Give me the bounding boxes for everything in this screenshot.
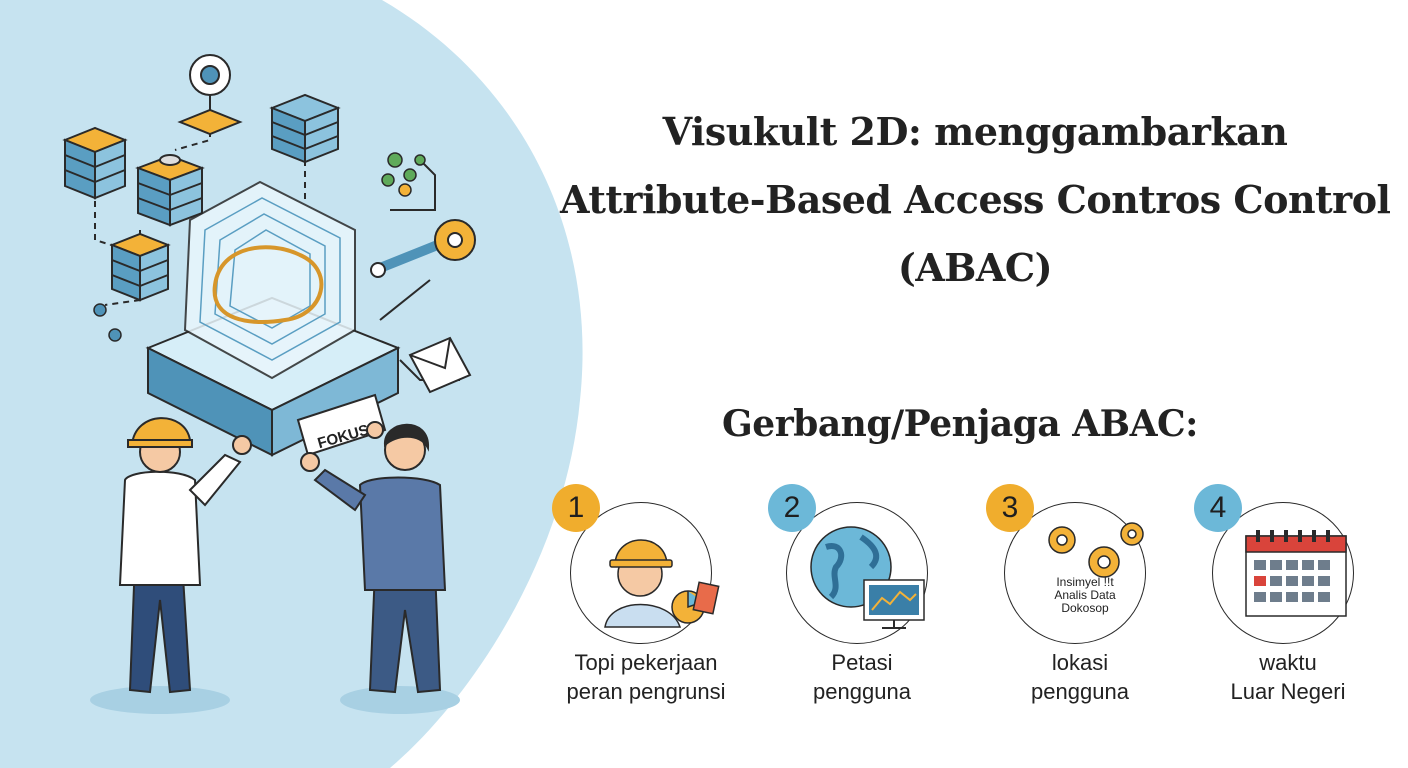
step-label: lokasi pengguna <box>970 648 1190 706</box>
node-dot <box>108 328 122 342</box>
label-line: pengguna <box>1031 679 1129 704</box>
server-stack-top <box>269 93 341 164</box>
server-stack-left <box>62 126 128 200</box>
label-line: peran pengrunsi <box>566 679 726 704</box>
step-ring <box>1004 502 1146 644</box>
step-number-badge: 2 <box>768 484 816 532</box>
server-stack-mid <box>135 154 205 227</box>
title-line: Visukult 2D: menggambarkan <box>662 109 1288 154</box>
caption-line: Analis Data <box>1054 588 1116 602</box>
step-4: 4 waktu Luar Negeri <box>1194 484 1398 714</box>
caption-line: Insimyel !!t <box>1056 575 1114 589</box>
step-label: Petasi pengguna <box>752 648 972 706</box>
envelope-icon <box>408 336 472 394</box>
worker-left <box>118 417 252 694</box>
abac-illustration: FOKUS <box>62 54 476 714</box>
section-heading: Gerbang/Penjaga ABAC: <box>722 403 1198 445</box>
gears-icon <box>1048 522 1144 578</box>
step-label: Topi pekerjaan peran pengrunsi <box>536 648 756 706</box>
hard-hat-worker-icon <box>604 539 720 628</box>
step-number-badge: 1 <box>552 484 600 532</box>
caption-line: Dokosop <box>1061 601 1109 615</box>
target-device <box>177 54 243 136</box>
label-line: Topi pekerjaan <box>574 650 718 675</box>
label-line: Luar Negeri <box>1230 679 1346 704</box>
node-dot <box>93 303 107 317</box>
label-line: Petasi <box>831 650 893 675</box>
worker-right <box>300 421 447 694</box>
page-title: Visukult 2D: menggambarkan Attribute-Bas… <box>560 98 1391 302</box>
fokus-sign <box>296 393 387 457</box>
step-number-badge: 3 <box>986 484 1034 532</box>
label-line: pengguna <box>813 679 911 704</box>
step-3: Insimyel !!t Analis Data Dokosop 3 lokas… <box>986 484 1190 714</box>
step-number-badge: 4 <box>1194 484 1242 532</box>
central-device <box>145 180 401 457</box>
gear-pipe <box>370 219 476 278</box>
label-line: lokasi <box>1051 650 1109 675</box>
molecule-icon <box>381 152 426 197</box>
globe-monitor-icon <box>810 526 925 629</box>
calendar-icon <box>1245 530 1347 617</box>
step-1: 1 Topi pekerjaan peran pengrunsi <box>552 484 756 714</box>
step-label: waktu Luar Negeri <box>1178 648 1398 706</box>
title-line: Attribute-Based Access Contros Control <box>560 177 1391 222</box>
server-stack-low <box>109 232 171 302</box>
step-2: 2 Petasi pengguna <box>768 484 972 714</box>
gear-caption: Insimyel !!t Analis Data Dokosop <box>1040 576 1130 615</box>
label-line: waktu <box>1259 650 1317 675</box>
shadow-right <box>340 686 460 714</box>
title-line: (ABAC) <box>897 245 1053 290</box>
shadow-left <box>90 686 230 714</box>
